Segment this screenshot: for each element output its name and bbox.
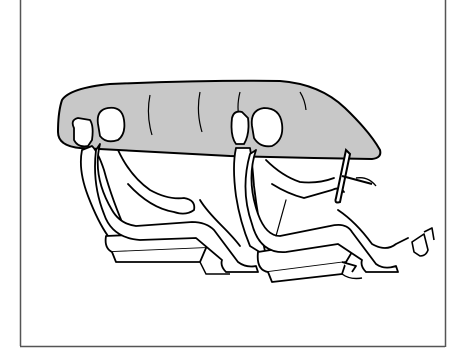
pedals-icon — [412, 228, 434, 256]
